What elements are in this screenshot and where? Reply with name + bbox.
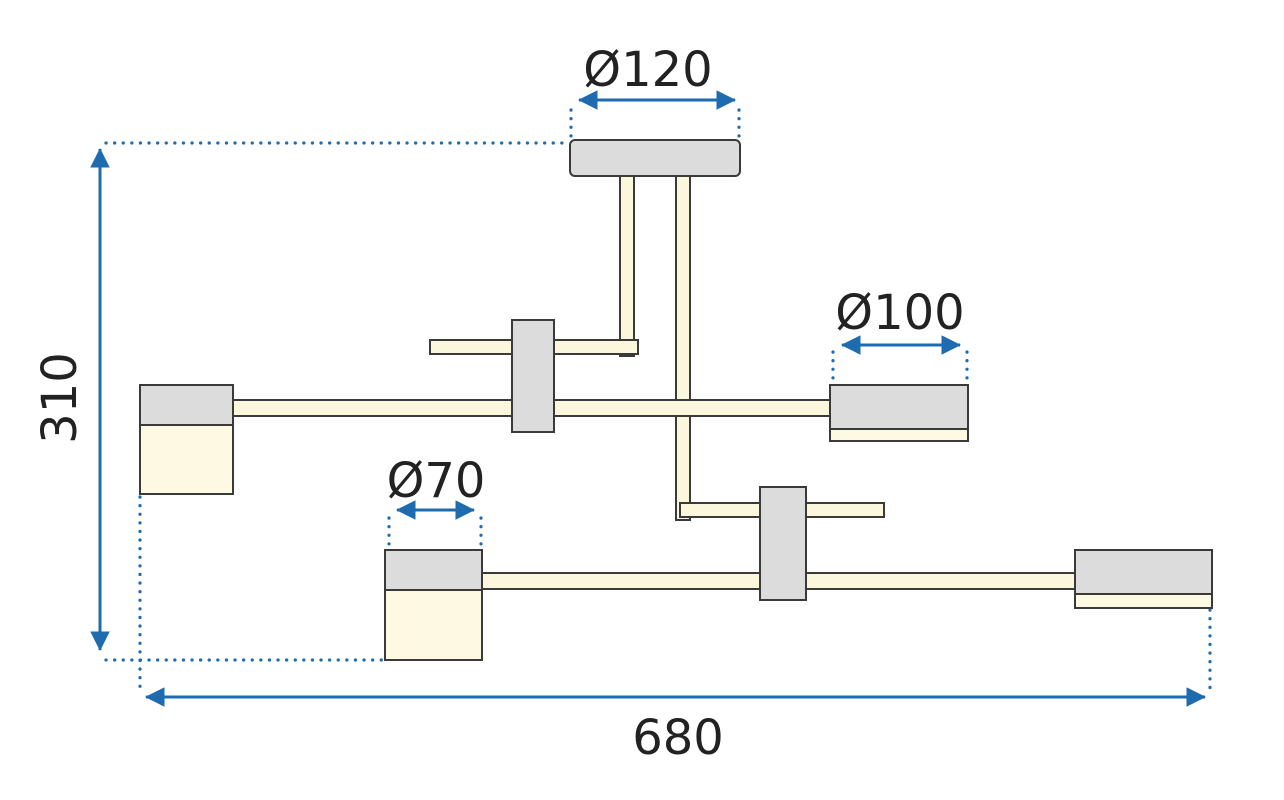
dimension-lines	[90, 90, 1206, 707]
upper-connector-block	[511, 319, 555, 433]
overall-height-label: 310	[32, 352, 88, 444]
shade3-glass	[384, 589, 483, 661]
shade1-holder	[139, 384, 234, 426]
lamp-fixture	[139, 139, 1213, 661]
shade1-glass	[139, 424, 234, 495]
shade3-holder	[384, 549, 483, 591]
canopy-diameter-label: Ø120	[583, 42, 712, 98]
ceiling-canopy	[569, 139, 741, 177]
overall-width-label: 680	[632, 710, 724, 766]
shade4-holder	[1074, 549, 1213, 595]
hanger-rod-left	[619, 171, 635, 357]
dimension-labels: Ø120 Ø100 Ø70 310 680	[32, 42, 965, 766]
large-shade-diameter-label: Ø100	[835, 285, 964, 341]
guide-lines	[104, 108, 1212, 692]
small-shade-diameter-label: Ø70	[387, 453, 486, 509]
lower-connector-block	[759, 486, 807, 601]
shade4-glass	[1074, 593, 1213, 609]
shade2-glass	[829, 428, 969, 442]
hanger-rod-right	[675, 171, 691, 521]
shade2-holder	[829, 384, 969, 430]
